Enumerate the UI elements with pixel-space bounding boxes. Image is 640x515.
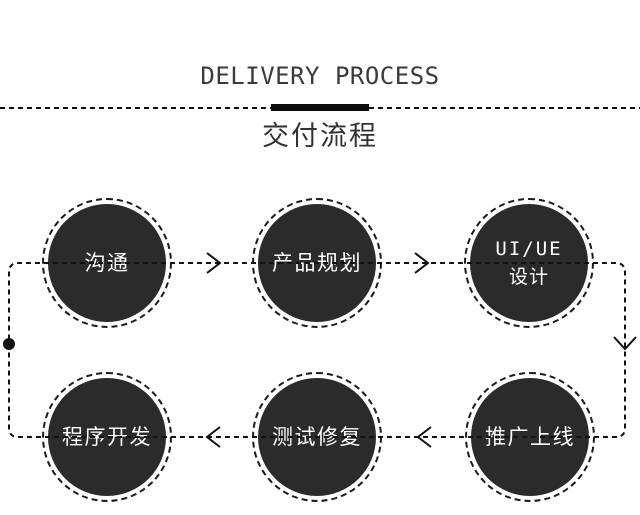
title-underline-bar — [271, 104, 369, 111]
node-communication: 沟通 — [42, 198, 172, 328]
node-label: 推广上线 — [471, 378, 589, 496]
node-product-planning: 产品规划 — [252, 198, 382, 328]
start-dot-icon — [3, 338, 15, 350]
arrow-left-icon — [416, 426, 432, 448]
node-development: 程序开发 — [42, 372, 172, 502]
node-label: 产品规划 — [258, 204, 376, 322]
node-testing-fixing: 测试修复 — [252, 372, 382, 502]
arrow-down-icon — [613, 336, 637, 351]
node-promotion-launch: 推广上线 — [465, 372, 595, 502]
node-label: 沟通 — [48, 204, 166, 322]
arrow-right-icon — [414, 252, 430, 274]
node-label-line2: 设计 — [508, 266, 549, 288]
node-label: 程序开发 — [48, 378, 166, 496]
node-label: 测试修复 — [258, 378, 376, 496]
page-subtitle: 交付流程 — [262, 121, 378, 152]
arrow-left-icon — [205, 426, 221, 448]
arrow-right-icon — [206, 252, 222, 274]
node-ui-ue-design: UI/UE 设计 — [464, 198, 594, 328]
page-title: DELIVERY PROCESS — [200, 62, 440, 90]
node-label-line1: UI/UE — [495, 237, 563, 260]
